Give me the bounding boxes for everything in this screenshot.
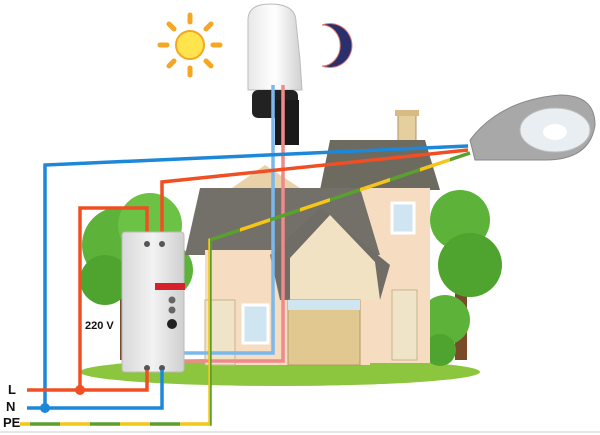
neutral-junction <box>40 403 50 413</box>
tree-right <box>420 190 502 366</box>
earth-wire <box>20 151 471 426</box>
line-junction <box>75 385 85 395</box>
earth-label: PE <box>3 415 21 430</box>
house <box>185 110 440 366</box>
sun-icon <box>157 12 223 78</box>
street-lamp <box>469 94 596 161</box>
neutral-wire-lamp <box>43 144 469 408</box>
sensor-wire-pink <box>180 85 285 363</box>
light-sensor <box>247 3 303 145</box>
voltage-label: 220 V <box>85 320 114 332</box>
twilight-switch-device <box>121 231 185 373</box>
line-wire-lamp <box>160 148 469 240</box>
neutral-wire-in <box>27 370 164 410</box>
line-wire-loop <box>78 206 149 390</box>
neutral-label: N <box>6 399 16 414</box>
wires <box>20 85 471 426</box>
moon-icon <box>321 23 353 68</box>
line-wire-in <box>27 370 149 392</box>
line-label: L <box>8 382 16 397</box>
